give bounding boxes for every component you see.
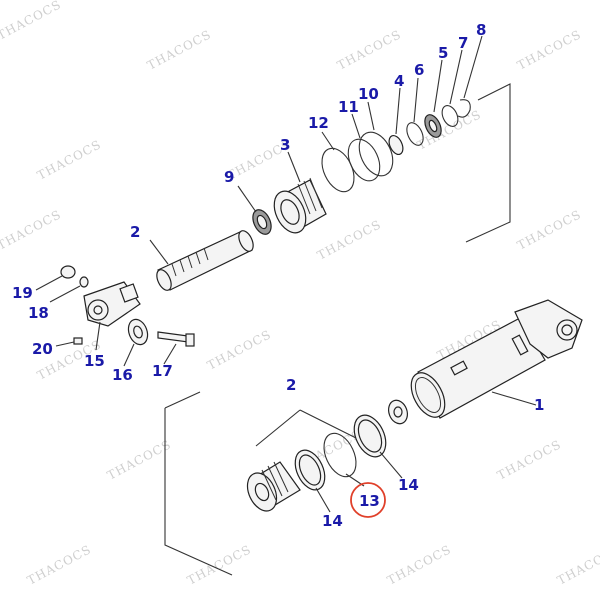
callout-13: 13 xyxy=(359,492,380,510)
watermark-text: THACOCS xyxy=(0,207,64,252)
part-15-rod-end-assembly xyxy=(83,281,141,351)
watermark-text: THACOCS xyxy=(205,327,274,372)
watermark-text: THACOCS xyxy=(185,542,254,587)
callout-2-lower: 2 xyxy=(286,376,296,394)
callout-19: 19 xyxy=(12,284,33,302)
callout-labels: 1 2 2 3 4 5 6 7 8 9 10 11 12 13 14 14 15… xyxy=(12,21,544,530)
callout-8: 8 xyxy=(476,21,486,39)
watermark-text: THACOCS xyxy=(25,542,94,587)
watermark-text: THACOCS xyxy=(335,27,404,72)
lower-part-14-seal-left xyxy=(294,449,331,513)
watermark-text: THACOCS xyxy=(145,27,214,72)
part-18-washer xyxy=(49,276,89,303)
callout-14-right: 14 xyxy=(398,476,419,494)
callout-2-upper: 2 xyxy=(130,223,140,241)
part-3-piston xyxy=(273,151,327,234)
lower-part-2-piston xyxy=(246,461,301,512)
highlight-circle-13 xyxy=(350,482,386,518)
assembly-bracket-lines xyxy=(164,83,511,576)
part-12-ring xyxy=(321,131,355,193)
watermark-text: THACOCS xyxy=(515,27,584,72)
part-4-7-small-rings xyxy=(388,35,483,156)
part-11-10-rings xyxy=(347,101,394,182)
part-19-nut xyxy=(35,265,76,291)
callout-12: 12 xyxy=(308,114,329,132)
part-17-bolt xyxy=(157,331,195,365)
part-1-cylinder-tube xyxy=(410,299,583,419)
callout-14-left: 14 xyxy=(322,512,343,530)
watermark-text: THACOCS xyxy=(315,217,384,262)
callout-18: 18 xyxy=(28,304,49,322)
lower-nut xyxy=(387,399,409,425)
part-2-piston-rod xyxy=(149,230,254,291)
part-20-grease-fitting xyxy=(55,337,83,347)
callout-4: 4 xyxy=(394,72,404,90)
watermark-text: THACOCS xyxy=(105,437,174,482)
watermark-text: THACOCS xyxy=(35,137,104,182)
callout-11: 11 xyxy=(338,98,359,116)
callout-15: 15 xyxy=(84,352,105,370)
callout-20: 20 xyxy=(32,340,53,358)
callout-1: 1 xyxy=(534,396,544,414)
callout-7: 7 xyxy=(458,34,468,52)
callout-10: 10 xyxy=(358,85,379,103)
watermark-text: THACOCS xyxy=(555,542,600,587)
callout-17: 17 xyxy=(152,362,173,380)
part-9-nut xyxy=(237,185,272,235)
callout-9: 9 xyxy=(224,168,234,186)
callout-3: 3 xyxy=(280,136,290,154)
part-16-bushing xyxy=(123,318,149,367)
callout-5: 5 xyxy=(438,44,448,62)
lower-part-14-seal-right xyxy=(353,414,403,479)
watermark-text: THACOCS xyxy=(495,437,564,482)
watermark-text: THACOCS xyxy=(0,0,64,43)
watermark-text: THACOCS xyxy=(385,542,454,587)
watermark-text: THACOCS xyxy=(515,207,584,252)
callout-6: 6 xyxy=(414,61,424,79)
callout-16: 16 xyxy=(112,366,133,384)
watermark-text: THACOCS xyxy=(415,107,484,152)
